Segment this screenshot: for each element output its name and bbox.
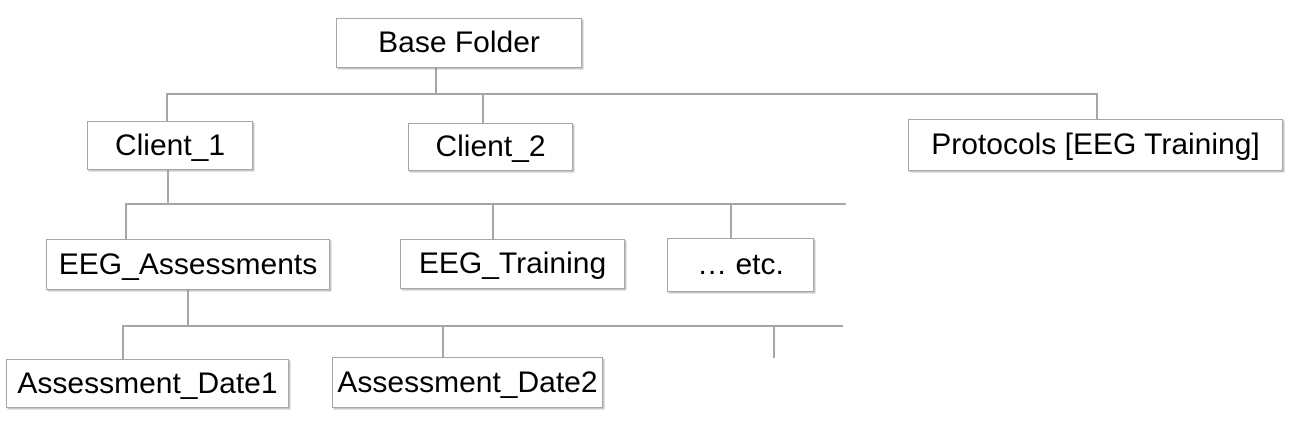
connector-drop-eeg-training xyxy=(492,203,494,240)
node-eeg-training: EEG_Training xyxy=(400,239,625,289)
connector-drop-eeg-assessments xyxy=(125,203,127,240)
connector-drop-assessment-date1 xyxy=(122,325,124,360)
node-base-folder: Base Folder xyxy=(336,18,582,68)
node-assessment-date1: Assessment_Date1 xyxy=(6,359,289,408)
connector-drop-continuation xyxy=(773,325,775,358)
node-etc-placeholder: … etc. xyxy=(667,238,814,292)
connector-eeg-assessments-stub xyxy=(187,290,189,326)
node-eeg-assessments: EEG_Assessments xyxy=(46,239,330,290)
connector-drop-client-2 xyxy=(482,93,484,124)
connector-base-folder-stub xyxy=(435,68,437,95)
node-client-2: Client_2 xyxy=(408,123,573,171)
node-protocols-eeg-training: Protocols [EEG Training] xyxy=(908,119,1283,171)
connector-drop-assessment-date2 xyxy=(442,325,444,358)
node-client-1: Client_1 xyxy=(87,121,253,170)
connector-level1-horizontal xyxy=(166,93,1098,95)
connector-drop-client-1 xyxy=(166,93,168,122)
connector-drop-etc xyxy=(730,203,732,239)
node-assessment-date2: Assessment_Date2 xyxy=(332,357,603,408)
connector-level2-horizontal xyxy=(125,203,846,205)
connector-client-1-stub xyxy=(167,170,169,204)
connector-drop-protocols xyxy=(1096,93,1098,120)
connector-level3-horizontal xyxy=(122,325,843,327)
